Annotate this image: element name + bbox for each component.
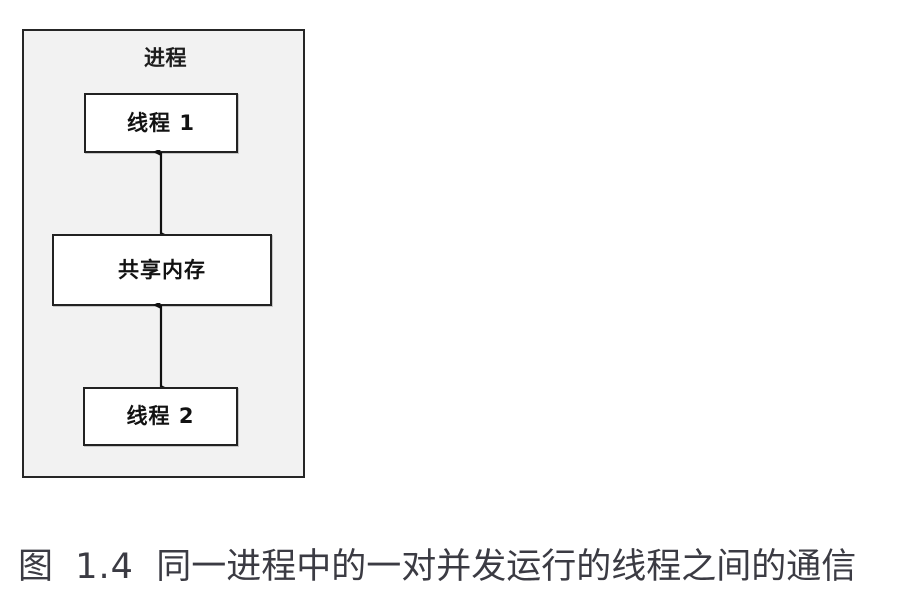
figure-caption-number: 1.4 (75, 547, 134, 587)
figure-caption-label: 图 (18, 547, 54, 587)
node-thread-1: 线程 1 (84, 93, 238, 153)
node-shared-memory-label: 共享内存 (118, 257, 206, 282)
node-thread-1-label: 线程 1 (127, 110, 195, 135)
node-thread-2: 线程 2 (83, 387, 238, 446)
connector-sharedmemory-thread2 (140, 300, 182, 394)
node-thread-2-label: 线程 2 (126, 404, 195, 428)
process-title: 进程 (144, 46, 187, 70)
connector-thread1-sharedmemory (140, 147, 182, 241)
figure-caption: 图 1.4 同一进程中的一对并发运行的线程之间的通信 (18, 545, 898, 590)
node-shared-memory: 共享内存 (52, 234, 272, 306)
figure-caption-text: 同一进程中的一对并发运行的线程之间的通信 (156, 547, 857, 587)
